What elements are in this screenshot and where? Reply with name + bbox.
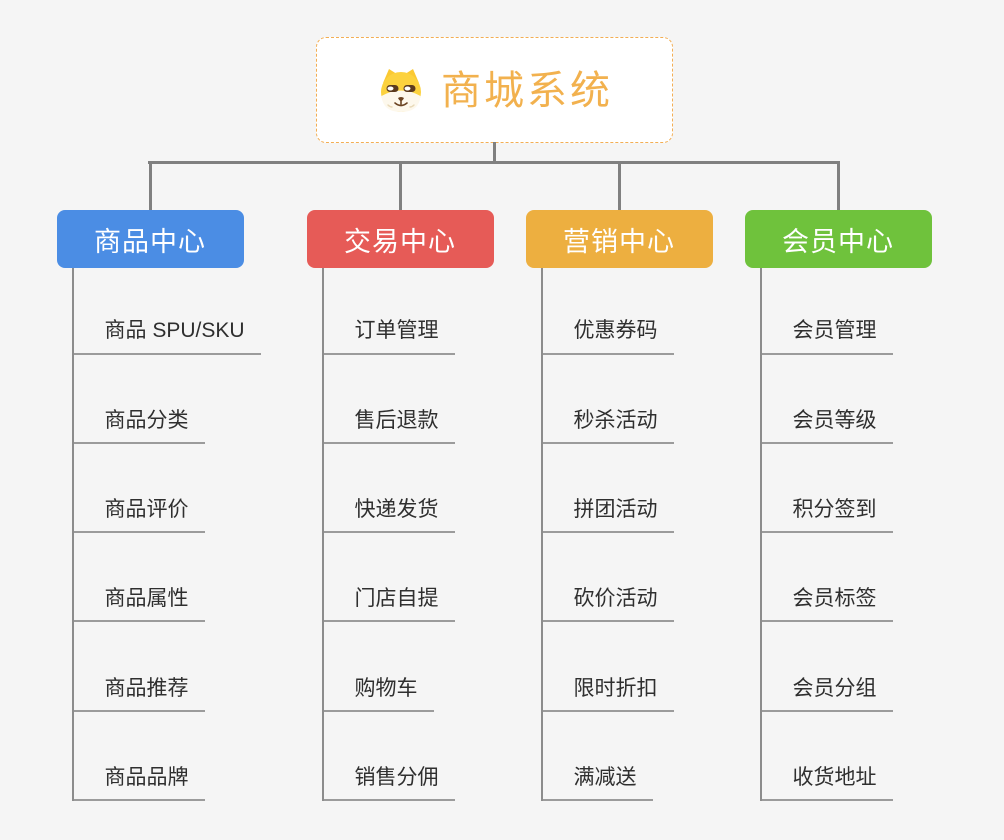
- leaf-node: 商品属性: [71, 533, 261, 623]
- leaf-node-label[interactable]: 商品评价: [71, 497, 205, 534]
- leaf-node-label[interactable]: 快递发货: [321, 497, 455, 534]
- leaf-node: 会员等级: [759, 355, 893, 444]
- leaf-node-label[interactable]: 满减送: [540, 765, 653, 801]
- leaf-node-label[interactable]: 会员分组: [759, 676, 893, 712]
- branch-node-0[interactable]: 商品中心: [56, 210, 244, 268]
- doge-icon: [381, 69, 421, 112]
- leaf-node: 会员管理: [759, 268, 893, 355]
- leaf-node: 购物车: [321, 622, 455, 712]
- connector-branch-drop: [148, 163, 152, 210]
- leaf-node-label[interactable]: 商品 SPU/SKU: [71, 318, 261, 355]
- branch-spine-line: [759, 268, 762, 801]
- leaf-node-label[interactable]: 会员等级: [759, 408, 893, 444]
- branch-node-2[interactable]: 营销中心: [525, 210, 713, 268]
- leaf-node: 秒杀活动: [540, 355, 674, 444]
- leaf-node: 会员分组: [759, 622, 893, 712]
- leaf-node: 砍价活动: [540, 533, 674, 623]
- leaf-node-label[interactable]: 秒杀活动: [540, 408, 674, 444]
- branch-node-1[interactable]: 交易中心: [306, 210, 494, 268]
- leaf-node: 快递发货: [321, 444, 455, 534]
- leaf-node: 满减送: [540, 712, 674, 801]
- connector-branch-drop: [398, 163, 402, 210]
- branch-column: 商品 SPU/SKU 商品分类 商品评价 商品属性 商品推荐 商品品牌: [71, 268, 261, 801]
- branch-column: 会员管理 会员等级 积分签到 会员标签 会员分组 收货地址: [759, 268, 893, 801]
- leaf-node: 销售分佣: [321, 712, 455, 801]
- leaf-node: 商品 SPU/SKU: [71, 268, 261, 355]
- leaf-node: 优惠券码: [540, 268, 674, 355]
- leaf-node: 订单管理: [321, 268, 455, 355]
- leaf-node-label[interactable]: 商品品牌: [71, 765, 205, 801]
- root-node-mall-system[interactable]: 商城系统: [316, 37, 673, 143]
- leaf-node: 收货地址: [759, 712, 893, 801]
- leaf-node-label[interactable]: 拼团活动: [540, 497, 674, 534]
- leaf-node-label[interactable]: 售后退款: [321, 408, 455, 444]
- connector-branch-drop: [617, 163, 621, 210]
- connector-bus: [148, 161, 840, 164]
- leaf-node: 门店自提: [321, 533, 455, 623]
- branch-spine-line: [540, 268, 543, 801]
- leaf-node: 售后退款: [321, 355, 455, 444]
- leaf-node-label[interactable]: 限时折扣: [540, 676, 674, 712]
- connector-root-drop: [493, 142, 496, 163]
- connector-branch-drop: [836, 163, 840, 210]
- leaf-node-label[interactable]: 砍价活动: [540, 586, 674, 623]
- leaf-node-label[interactable]: 订单管理: [321, 318, 455, 355]
- leaf-node: 积分签到: [759, 444, 893, 534]
- leaf-node-label[interactable]: 商品分类: [71, 408, 205, 444]
- branch-spine-line: [71, 268, 74, 801]
- branch-column: 优惠券码 秒杀活动 拼团活动 砍价活动 限时折扣 满减送: [540, 268, 674, 801]
- leaf-node: 限时折扣: [540, 622, 674, 712]
- leaf-node-label[interactable]: 购物车: [321, 676, 434, 712]
- leaf-node: 商品分类: [71, 355, 261, 444]
- leaf-node-label[interactable]: 优惠券码: [540, 318, 674, 355]
- branch-spine-line: [321, 268, 324, 801]
- branch-node-3[interactable]: 会员中心: [744, 210, 932, 268]
- leaf-node-label[interactable]: 积分签到: [759, 497, 893, 534]
- leaf-node: 商品品牌: [71, 712, 261, 801]
- leaf-node-label[interactable]: 会员标签: [759, 586, 893, 623]
- leaf-node: 商品推荐: [71, 622, 261, 712]
- leaf-node-label[interactable]: 商品推荐: [71, 676, 205, 712]
- leaf-node: 商品评价: [71, 444, 261, 534]
- branch-column: 订单管理 售后退款 快递发货 门店自提 购物车 销售分佣: [321, 268, 455, 801]
- leaf-node-label[interactable]: 门店自提: [321, 586, 455, 623]
- leaf-node: 会员标签: [759, 533, 893, 623]
- root-title: 商城系统: [441, 69, 613, 113]
- leaf-node-label[interactable]: 收货地址: [759, 765, 893, 801]
- leaf-node-label[interactable]: 销售分佣: [321, 765, 455, 801]
- leaf-node-label[interactable]: 商品属性: [71, 586, 205, 623]
- leaf-node: 拼团活动: [540, 444, 674, 534]
- leaf-node-label[interactable]: 会员管理: [759, 318, 893, 355]
